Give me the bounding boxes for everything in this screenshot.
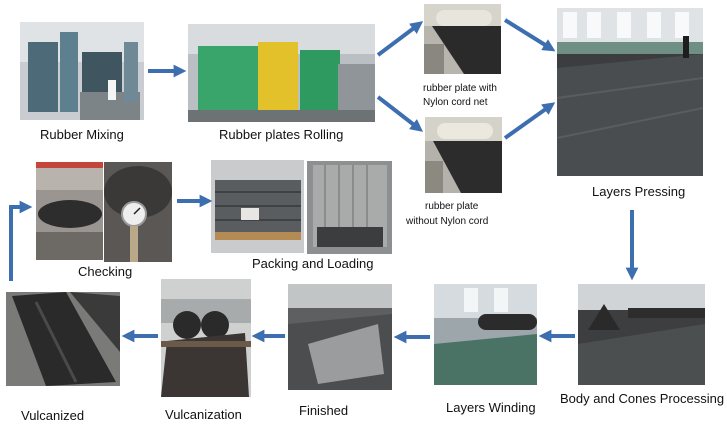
label-layers-winding: Layers Winding bbox=[446, 400, 536, 415]
photo-plate-without-net bbox=[425, 117, 502, 193]
label-vulcanization: Vulcanization bbox=[165, 407, 242, 422]
photo-rubber-mixing bbox=[20, 22, 144, 120]
photo-plate-with-net bbox=[424, 4, 501, 74]
photo-body-cones bbox=[578, 284, 705, 385]
photo-checking-left bbox=[36, 162, 103, 260]
photo-layers-winding bbox=[434, 284, 537, 385]
photo-layers-pressing bbox=[557, 8, 703, 176]
label-checking: Checking bbox=[78, 264, 133, 279]
arrow-vulcanized-to-checking bbox=[9, 200, 33, 281]
label-vulcanized: Vulcanized bbox=[21, 408, 85, 423]
arrow-rolling-to-with-net bbox=[376, 21, 424, 57]
photo-checking-gauge bbox=[104, 162, 172, 262]
photo-vulcanization bbox=[161, 279, 251, 397]
label-packing-loading: Packing and Loading bbox=[252, 256, 374, 271]
photo-loading bbox=[307, 161, 392, 254]
photo-rubber-plates-rolling bbox=[188, 24, 375, 122]
label-plate-with-net-1: rubber plate with bbox=[423, 83, 497, 94]
label-plate-without-net-2: without Nylon cord bbox=[406, 216, 489, 227]
label-plate-without-net-1: rubber plate bbox=[425, 201, 479, 212]
label-plate-with-net-2: Nylon cord net bbox=[423, 97, 488, 108]
photo-vulcanized bbox=[6, 292, 120, 386]
arrow-without-net-to-pressing bbox=[503, 102, 556, 140]
label-rubber-plates-rolling: Rubber plates Rolling bbox=[219, 127, 344, 142]
label-rubber-mixing: Rubber Mixing bbox=[40, 127, 124, 142]
arrow-with-net-to-pressing bbox=[503, 18, 556, 52]
label-finished: Finished bbox=[299, 403, 349, 418]
label-layers-pressing: Layers Pressing bbox=[592, 184, 686, 199]
photo-finished bbox=[288, 284, 392, 390]
arrow-rolling-to-without-net bbox=[376, 95, 424, 132]
label-body-cones-processing: Body and Cones Processing bbox=[560, 391, 725, 406]
photo-packing bbox=[211, 160, 304, 253]
